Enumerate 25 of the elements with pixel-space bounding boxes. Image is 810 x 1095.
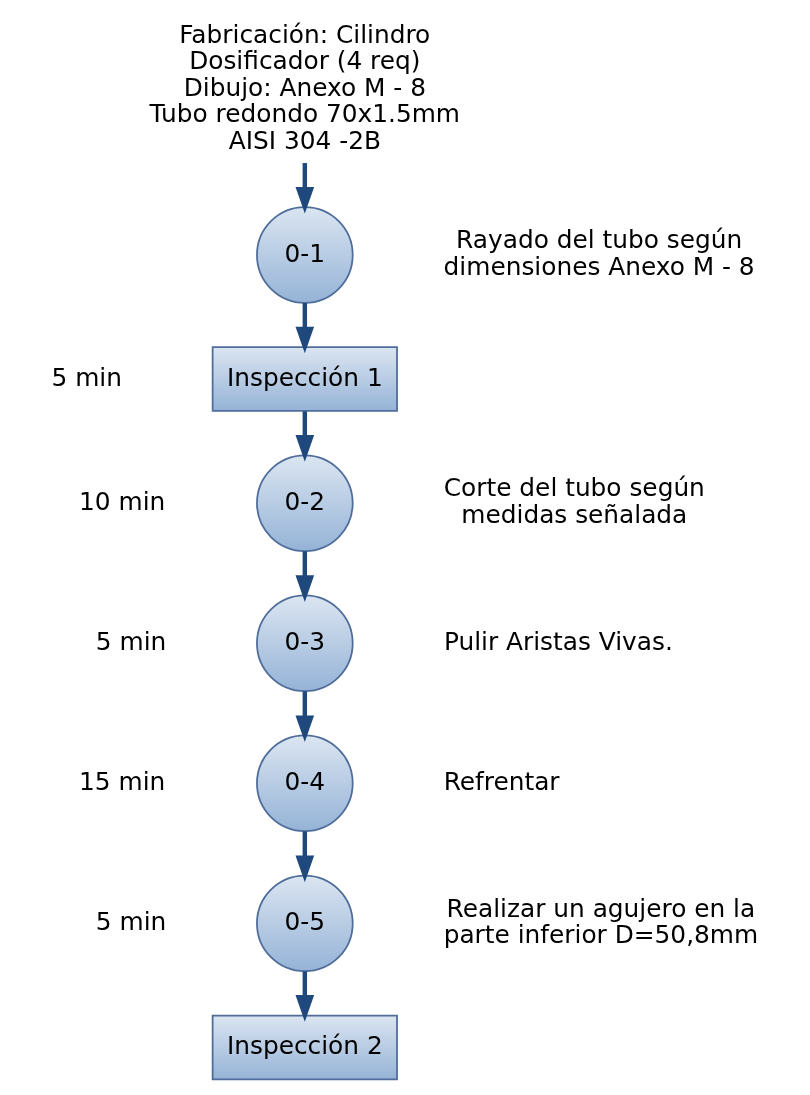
node-label: Pulir Aristas Vivas.	[443, 626, 673, 656]
node-label: Corte del tubo según medidas señalada	[443, 473, 705, 530]
node-circle: 0-4	[256, 734, 354, 833]
arrow	[295, 411, 315, 462]
arrow	[295, 303, 315, 354]
node-circle: 0-5	[256, 874, 354, 973]
arrow	[295, 971, 315, 1022]
node-label: 5 min	[95, 626, 167, 656]
node-circle: 0-3	[256, 594, 354, 692]
arrow	[295, 691, 315, 743]
node-label: 15 min	[79, 766, 166, 796]
node-box: Inspección 1	[211, 346, 398, 412]
node-label: 5 min	[51, 362, 122, 392]
node-label: 5 min	[95, 906, 167, 936]
arrow	[295, 551, 315, 602]
node-label: Refrentar	[443, 766, 560, 796]
arrow	[295, 163, 315, 214]
node-text: Fabricación: Cilindro Dosificador (4 req) Dibujo: Anexo M - 8 Tubo redondo 70x1.5mm AISI 304 -2B	[149, 19, 461, 155]
node-circle: 0-1	[256, 206, 354, 304]
node-label: Rayado del tubo según dimensiones Anexo M - 8	[443, 225, 755, 281]
node-box: Inspección 2	[211, 1014, 398, 1081]
node-label: Realizar un agujero en la parte inferior D=50,8mm	[443, 893, 759, 950]
node-circle: 0-2	[256, 454, 354, 552]
node-label: 10 min	[79, 486, 166, 516]
arrow	[295, 831, 315, 883]
